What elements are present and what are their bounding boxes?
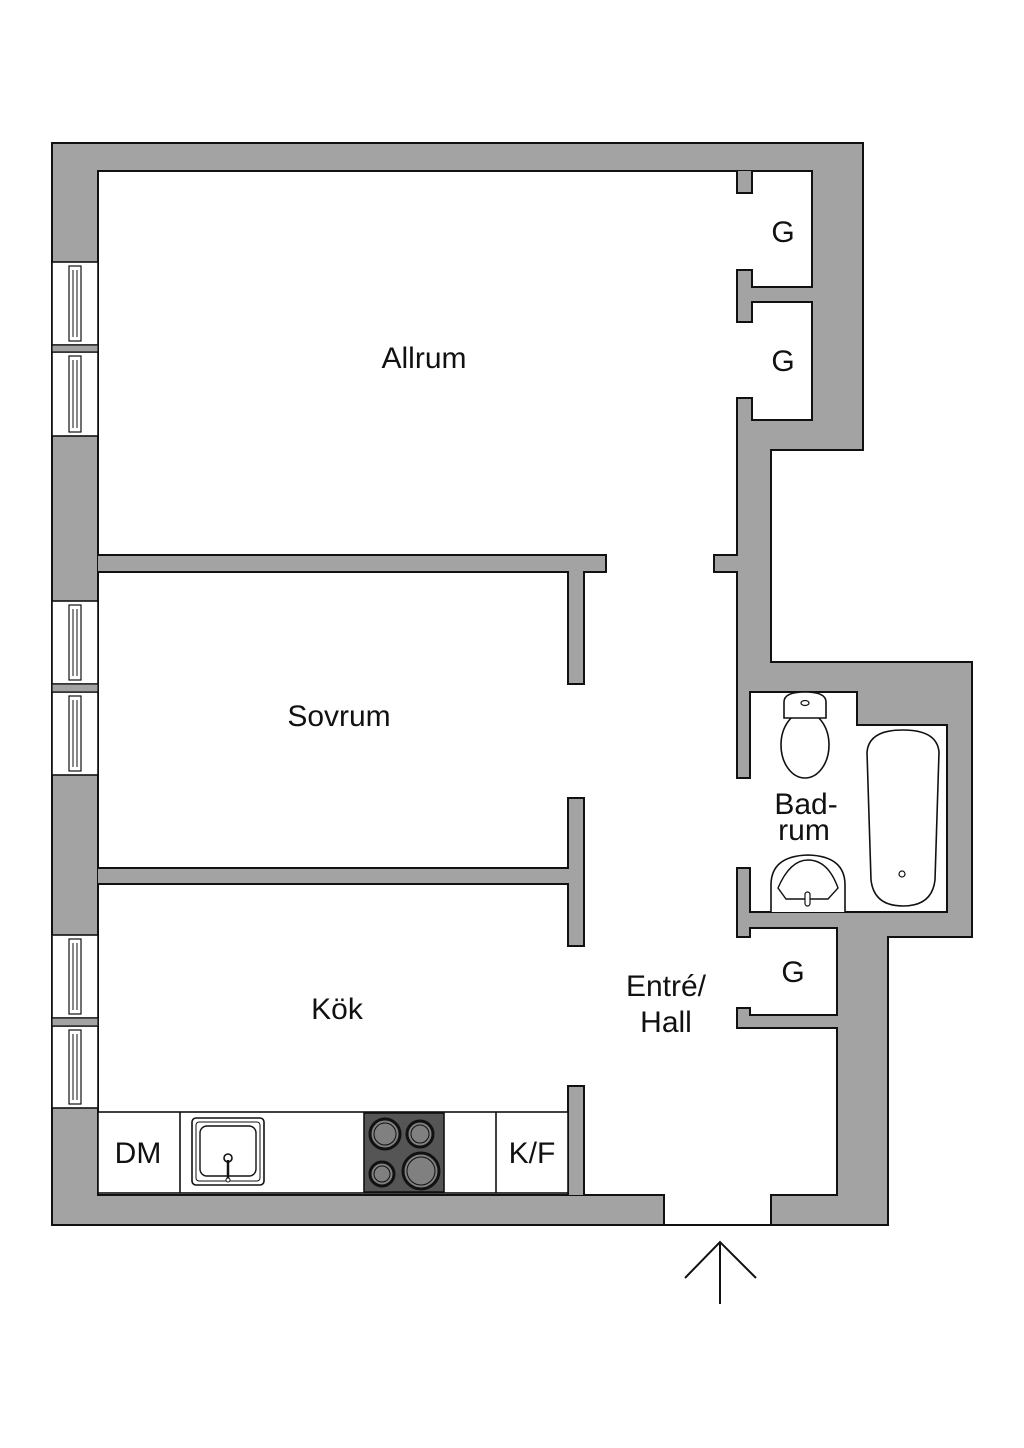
hob-icon bbox=[363, 1112, 445, 1193]
sink-icon bbox=[191, 1117, 265, 1186]
room-label-allrum: Allrum bbox=[381, 342, 466, 375]
window bbox=[51, 351, 99, 437]
fridge-freezer-label: K/F bbox=[509, 1137, 556, 1170]
room-label-sovrum: Sovrum bbox=[287, 700, 390, 733]
closet-label: G bbox=[771, 345, 794, 378]
bathtub-icon bbox=[866, 729, 940, 907]
window bbox=[51, 934, 99, 1019]
window-mullion bbox=[51, 1017, 99, 1027]
sovrum-kok-wall bbox=[98, 797, 585, 947]
kitchen-hall-wall bbox=[567, 1085, 585, 1195]
floor-area bbox=[97, 170, 948, 1226]
dishwasher-label: DM bbox=[115, 1137, 162, 1170]
washbasin-icon bbox=[770, 854, 846, 912]
room-label-rum: rum bbox=[778, 814, 830, 847]
toilet-icon bbox=[780, 691, 830, 779]
window bbox=[51, 1025, 99, 1109]
kitchen-counter bbox=[97, 1111, 569, 1194]
closet-stub-wall bbox=[736, 171, 753, 194]
closet-label: G bbox=[771, 216, 794, 249]
arrow-up-icon bbox=[684, 1240, 757, 1304]
window-mullion bbox=[51, 683, 99, 693]
windows bbox=[51, 261, 99, 1109]
room-label-entre: Entré/ bbox=[626, 970, 707, 1003]
window bbox=[51, 261, 99, 346]
room-label-kok: Kök bbox=[311, 993, 364, 1026]
window-mullion bbox=[51, 344, 99, 353]
window bbox=[51, 600, 99, 685]
room-label-bad: Bad- bbox=[774, 788, 837, 821]
closet-label: G bbox=[781, 956, 804, 989]
room-label-hall: Hall bbox=[640, 1006, 692, 1039]
window bbox=[51, 691, 99, 776]
allrum-sovrum-wall bbox=[98, 554, 607, 685]
